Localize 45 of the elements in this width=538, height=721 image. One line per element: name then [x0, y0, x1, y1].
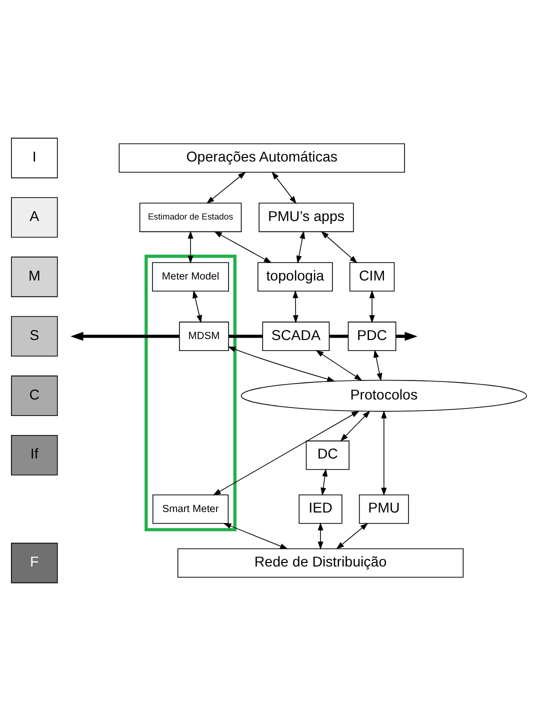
- connector: [228, 334, 263, 338]
- arrow: [320, 468, 328, 496]
- arrow: [206, 172, 246, 204]
- arrow: [212, 410, 360, 496]
- node-box: PMU: [358, 494, 409, 524]
- node-box: SCADA: [262, 322, 330, 351]
- node-box: PDC: [348, 322, 396, 351]
- node-box: Estimador de Estados: [139, 202, 242, 232]
- node-box: M: [11, 256, 58, 298]
- arrow: [296, 230, 306, 264]
- node-box: DC: [306, 440, 350, 470]
- arrow: [318, 522, 324, 550]
- node-box: topologia: [258, 262, 333, 292]
- arrow: [272, 172, 297, 204]
- node-box: PMU’s apps: [258, 202, 354, 232]
- arrow: [228, 346, 336, 382]
- node-box: Operações Automáticas: [118, 143, 405, 173]
- node-box: If: [11, 435, 58, 476]
- arrow: [188, 230, 194, 264]
- arrow: [192, 290, 202, 324]
- arrow: [374, 350, 382, 382]
- node-box: Rede de Distribuição: [177, 548, 464, 578]
- node-box: C: [11, 376, 58, 416]
- arrow: [381, 410, 387, 496]
- node-box: I: [11, 138, 58, 178]
- arrow: [320, 231, 358, 264]
- arrow: [292, 290, 298, 324]
- node-box: F: [11, 542, 58, 584]
- arrow: [70, 332, 180, 341]
- arrow: [336, 522, 368, 550]
- node-box: A: [11, 197, 58, 238]
- node-box: IED: [298, 494, 342, 524]
- node-ellipse: Protocolos: [240, 380, 527, 412]
- connector: [329, 334, 348, 338]
- arrow: [369, 290, 375, 324]
- node-box: MDSM: [179, 322, 229, 351]
- arrow: [214, 231, 272, 264]
- arrow: [396, 332, 418, 341]
- arrow: [223, 523, 288, 550]
- arrow: [340, 410, 370, 442]
- node-box: Meter Model: [152, 262, 229, 292]
- arrow: [316, 350, 362, 381]
- node-box: Smart Meter: [152, 494, 229, 524]
- node-box: CIM: [349, 262, 395, 292]
- node-box: S: [11, 316, 58, 357]
